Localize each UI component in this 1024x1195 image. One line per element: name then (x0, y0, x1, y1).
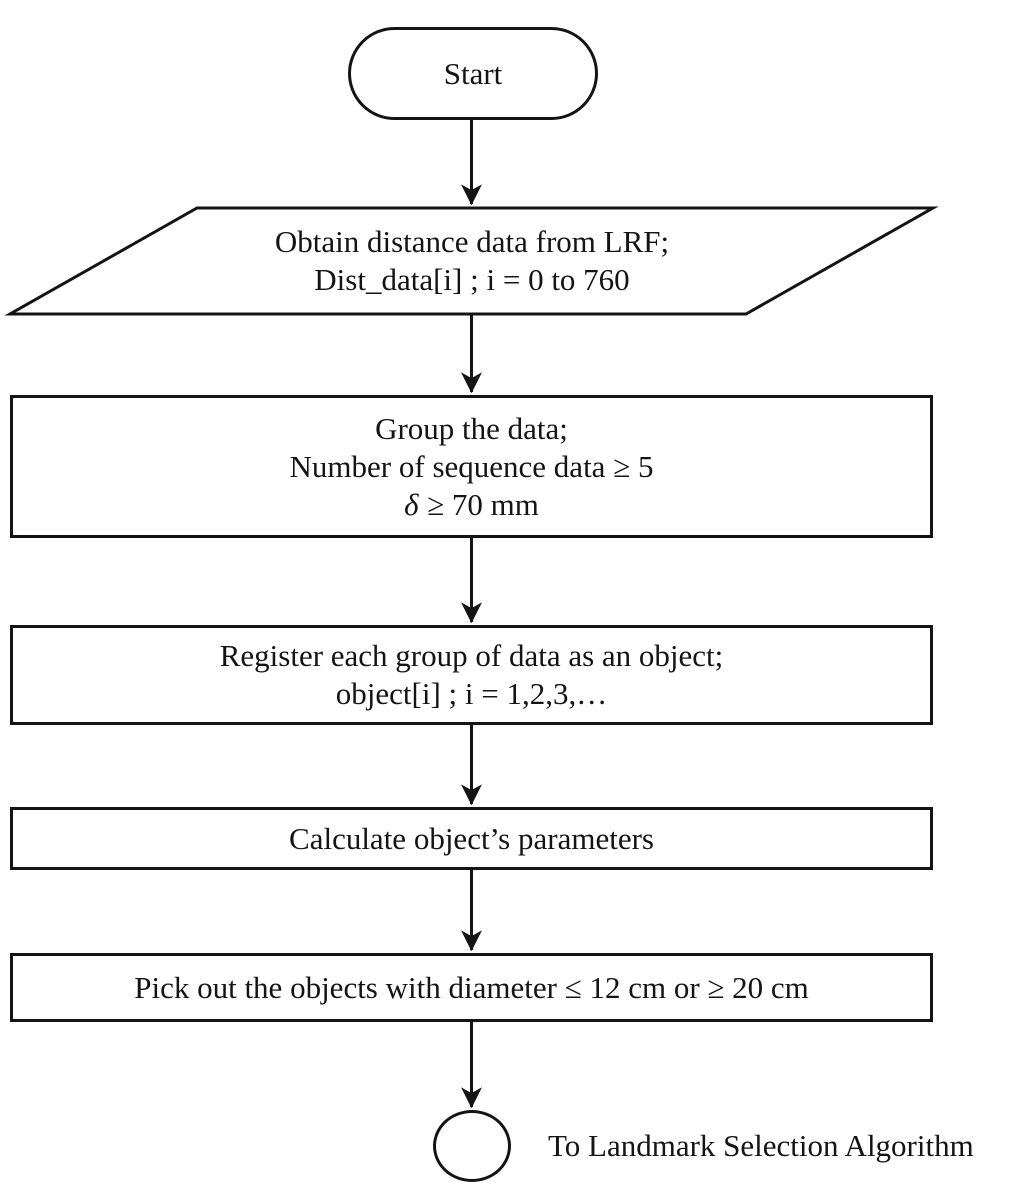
process-node-line: Register each group of data as an object… (219, 638, 724, 673)
delta-symbol: δ (404, 486, 419, 522)
process-node-line: Pick out the objects with diameter ≤ 12 … (134, 969, 809, 1005)
process-node-line: object[i] ; i = 1,2,3,… (335, 676, 608, 711)
process-node-calculate-parameters: Calculate object’s parameters (10, 807, 933, 870)
delta-condition: ≥ 70 mm (427, 486, 539, 522)
start-node-label: Start (443, 55, 503, 91)
process-node-line: Number of sequence data ≥ 5 (289, 448, 654, 484)
connector-annotation-label: To Landmark Selection Algorithm (548, 1128, 974, 1163)
io-node-line: Obtain distance data from LRF; (274, 224, 670, 259)
offpage-connector-node (433, 1110, 511, 1182)
process-node-line: Group the data; (375, 410, 568, 446)
process-node-line: δ≥ 70 mm (404, 486, 539, 524)
connector-annotation: To Landmark Selection Algorithm (548, 1122, 1018, 1170)
process-node-register-objects: Register each group of data as an object… (10, 625, 933, 725)
process-node-line: Calculate object’s parameters (289, 820, 654, 856)
process-node-group-data: Group the data; Number of sequence data … (10, 395, 933, 538)
io-node-line: Dist_data[i] ; i = 0 to 760 (314, 262, 630, 297)
io-node-obtain-distance-data: Obtain distance data from LRF; Dist_data… (100, 208, 844, 314)
start-node: Start (348, 27, 598, 120)
process-node-pick-objects: Pick out the objects with diameter ≤ 12 … (10, 953, 933, 1022)
